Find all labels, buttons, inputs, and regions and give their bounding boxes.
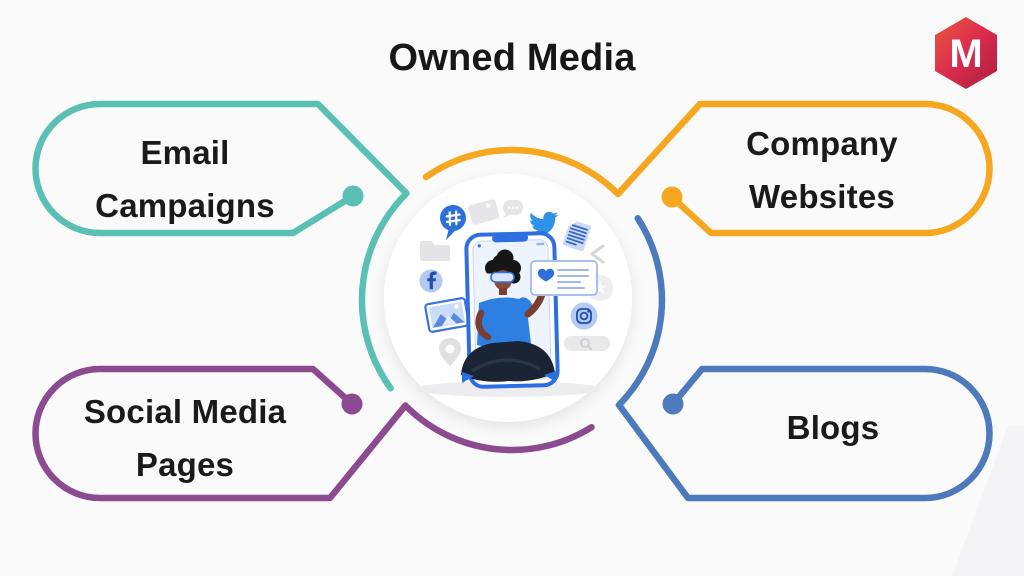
company-websites-dot — [661, 186, 683, 208]
company-websites-shape — [422, 100, 993, 237]
folder-icon — [420, 241, 450, 261]
hashtag-bubble-icon — [440, 205, 466, 241]
blogs-shape — [615, 215, 993, 502]
photo-icon — [424, 297, 470, 333]
node-label-blogs: Blogs — [688, 401, 978, 454]
node-label-line: Campaigns — [95, 187, 275, 224]
vr-headset — [490, 271, 515, 283]
social-media-pages-dot — [341, 393, 363, 415]
search-bar-icon — [564, 336, 610, 351]
node-label-line: Pages — [135, 446, 235, 483]
person-illustration — [461, 249, 556, 383]
node-label-line: Blogs — [786, 409, 880, 446]
chat-bubble-icon — [503, 200, 523, 218]
email-campaigns-dot — [342, 185, 364, 207]
instagram-icon — [570, 302, 598, 330]
social-media-pages-shape — [32, 365, 595, 502]
corner-fold — [952, 426, 1024, 576]
node-label-line: Email — [140, 134, 230, 171]
location-pin-icon — [439, 338, 461, 366]
ground-shadow — [416, 381, 600, 397]
page-title: Owned Media — [388, 37, 636, 79]
blogs-dot — [662, 393, 684, 415]
center-illustration — [384, 174, 632, 422]
node-label-line: Company — [746, 125, 898, 162]
heart-card-icon — [530, 260, 598, 296]
node-label-email-campaigns: Email Campaigns — [40, 126, 330, 232]
facebook-icon — [419, 269, 443, 293]
node-label-social-media-pages: Social Media Pages — [40, 385, 330, 491]
email-campaigns-shape — [32, 100, 410, 392]
document-icon — [562, 219, 591, 252]
brand-logo: M — [935, 17, 997, 89]
share-chevron-icon — [590, 244, 605, 264]
photo-card-icon — [468, 199, 500, 225]
logo-hexagon — [935, 17, 997, 89]
twitter-icon — [529, 211, 559, 236]
node-label-line: Social Media — [83, 393, 287, 430]
logo-letter: M — [949, 32, 982, 76]
node-label-line: Websites — [749, 178, 895, 215]
node-label-company-websites: Company Websites — [672, 117, 972, 223]
